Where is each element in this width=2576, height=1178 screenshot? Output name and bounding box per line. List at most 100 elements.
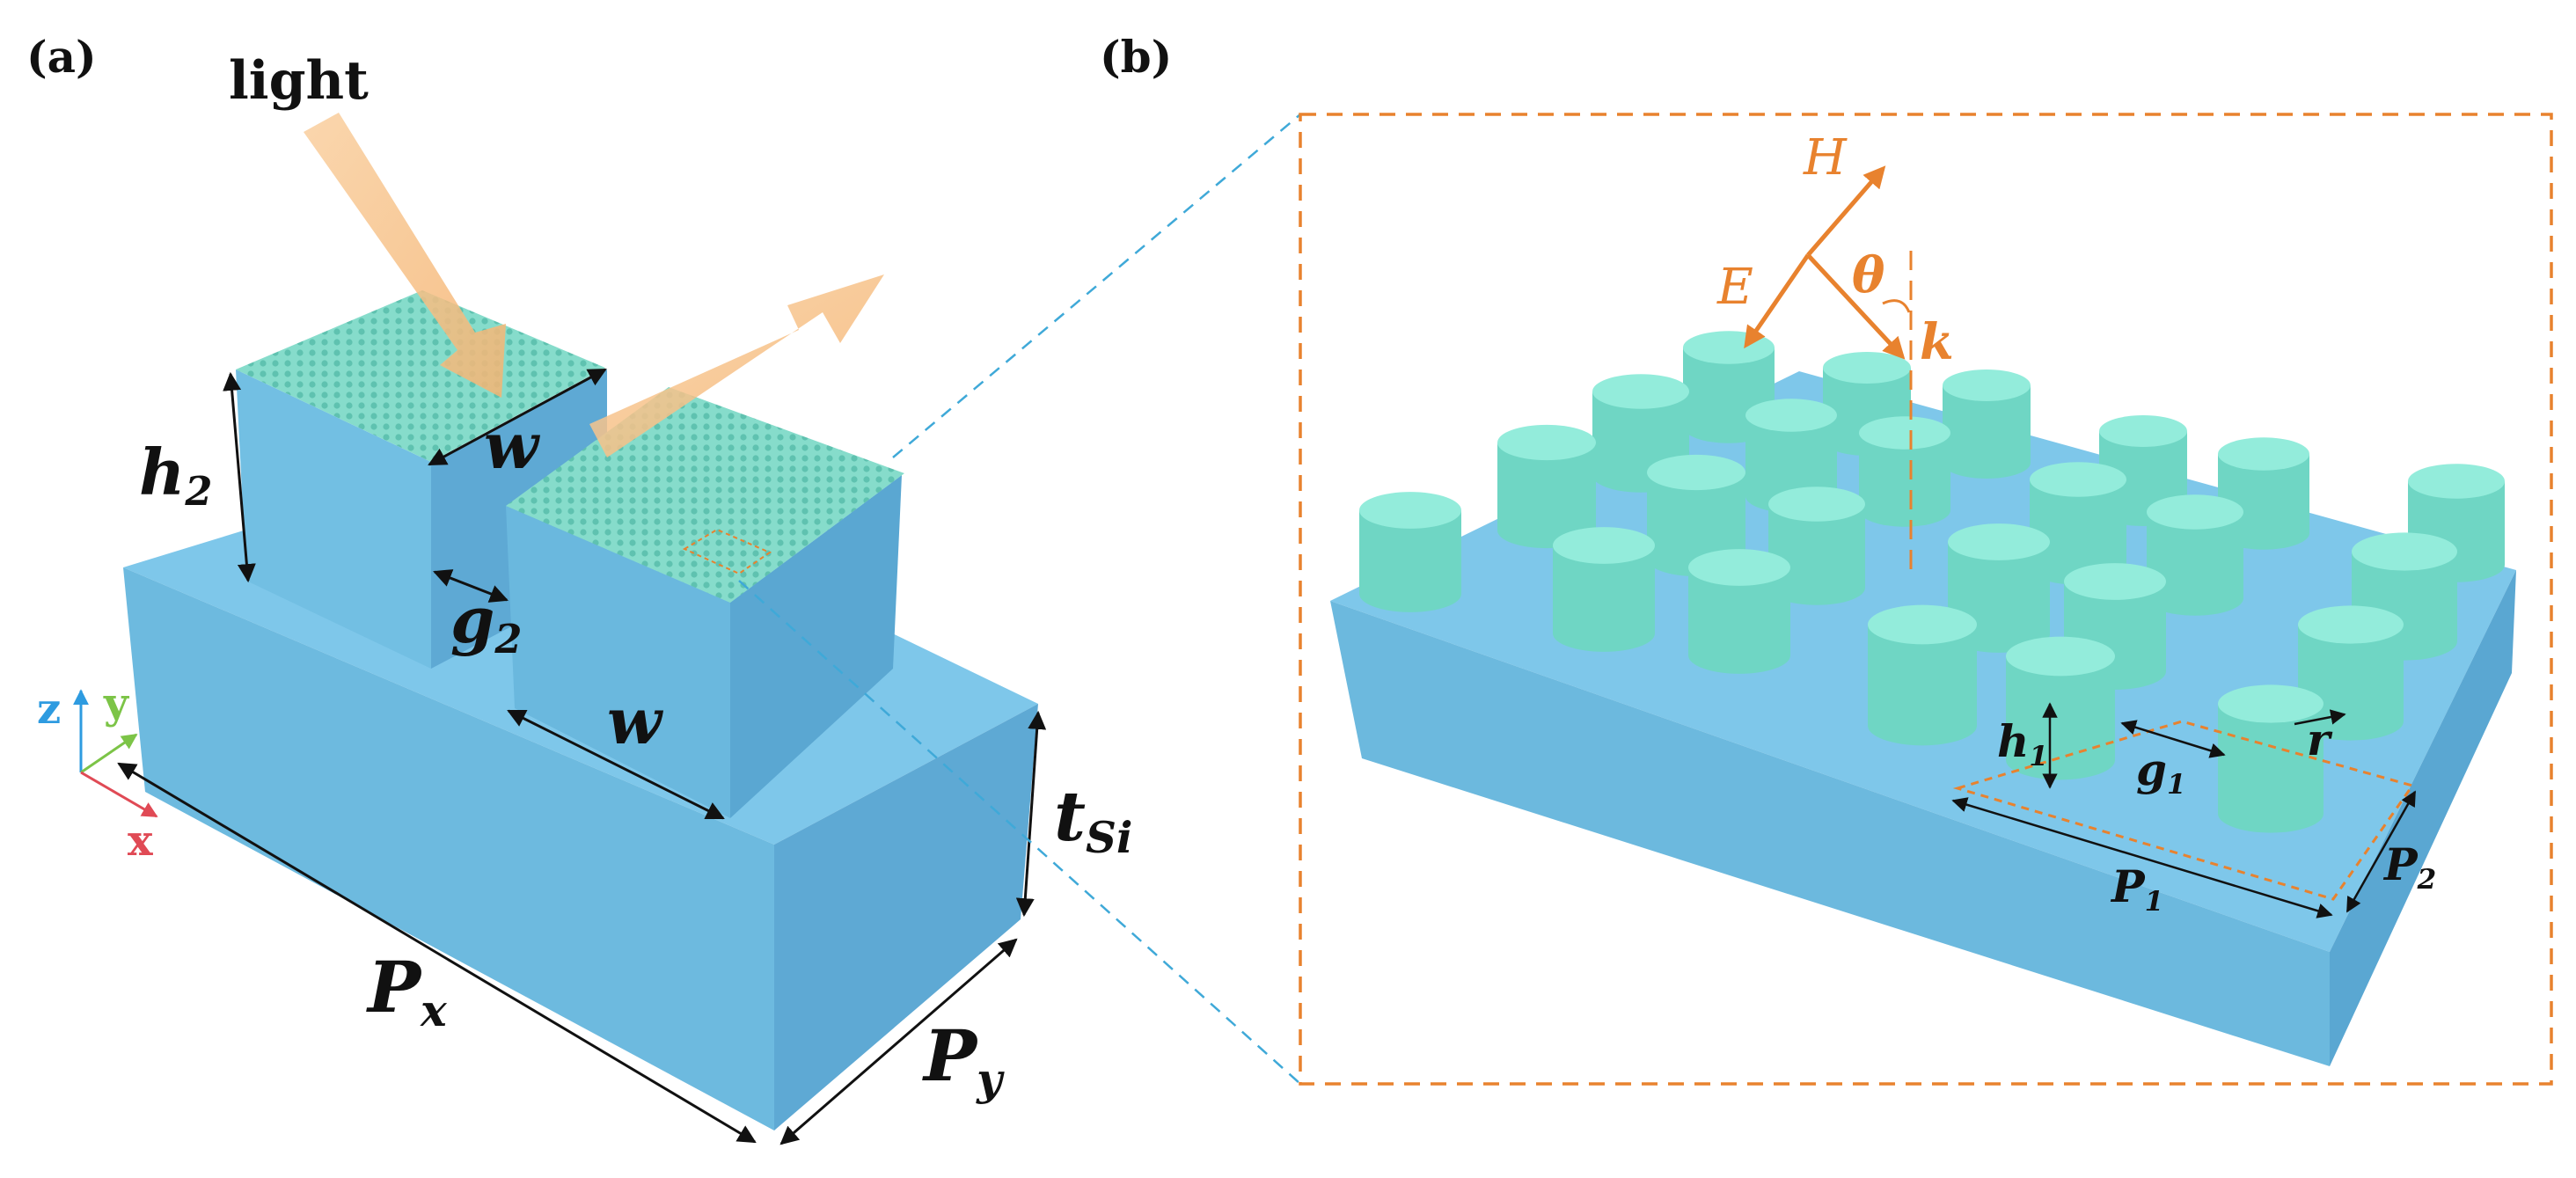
g1-label: g1 bbox=[2136, 743, 2186, 801]
k-label: k bbox=[1920, 313, 1954, 371]
incident-light-arrow bbox=[304, 113, 506, 398]
zoom-unit-cell bbox=[1952, 720, 2415, 901]
nanopillar bbox=[2147, 494, 2243, 616]
nanopillar-top bbox=[2099, 415, 2187, 447]
unit-cell-marker bbox=[682, 528, 772, 575]
p1-label: P1 bbox=[2110, 860, 2163, 918]
h2-dimension bbox=[223, 371, 256, 583]
E-vector bbox=[1744, 253, 1811, 349]
nanopillar-body bbox=[1943, 385, 2031, 479]
p2-dimension bbox=[2345, 790, 2417, 913]
y-axis bbox=[80, 733, 138, 774]
nanopillar bbox=[2298, 605, 2404, 741]
zoom-substrate-side bbox=[2330, 570, 2516, 1066]
nanopillar-top bbox=[1592, 374, 1689, 409]
px-dimension bbox=[117, 762, 757, 1144]
H-label: H bbox=[1803, 129, 1848, 187]
nanopillar-top bbox=[2218, 684, 2324, 723]
nanopillar-top bbox=[1943, 369, 2031, 401]
nanopillar bbox=[1859, 416, 1950, 527]
ridge-left-front bbox=[236, 369, 431, 669]
coordinate-axes: z y x bbox=[37, 679, 158, 866]
panel-b-label: (b) bbox=[1100, 31, 1172, 83]
light-arrows bbox=[304, 113, 884, 457]
panel-b: (b) h1 g1 r P1 P2 H E θ bbox=[1100, 31, 2553, 1086]
nanopillar-body bbox=[2298, 625, 2404, 741]
nanopillar-body bbox=[1359, 510, 1461, 612]
nanopillar-array bbox=[1359, 331, 2505, 833]
nanopillar-top bbox=[2352, 532, 2457, 571]
zoom-line-top bbox=[892, 113, 1301, 458]
nanopillar-top bbox=[2147, 494, 2243, 530]
p1-dimension bbox=[1951, 797, 2333, 918]
nanopillar bbox=[2030, 462, 2126, 585]
H-vector bbox=[1806, 165, 1886, 257]
light-label: light bbox=[229, 50, 369, 112]
nanopillar-body bbox=[2006, 656, 2115, 780]
ridge-left-top[interactable] bbox=[236, 290, 605, 462]
g2-label: g2 bbox=[450, 582, 522, 662]
nanopillar-top bbox=[1359, 492, 1461, 529]
x-axis-label: x bbox=[128, 816, 153, 866]
nanopillar bbox=[1359, 492, 1461, 612]
py-dimension bbox=[779, 938, 1018, 1145]
r-dimension bbox=[2294, 709, 2346, 726]
nanopillar-top bbox=[1823, 352, 1911, 384]
nanopillar-top bbox=[2064, 563, 2166, 600]
nanopillar-top bbox=[2408, 464, 2505, 499]
nanopillar bbox=[1868, 604, 1977, 746]
nanopillar-body bbox=[1868, 625, 1977, 746]
nanopillar bbox=[1553, 527, 1655, 652]
nanopillar-top bbox=[1859, 416, 1950, 450]
w-top-label: w bbox=[484, 408, 541, 483]
nanopillar-body bbox=[1768, 504, 1865, 605]
tsi-label: tSi bbox=[1054, 777, 1132, 863]
k-vector bbox=[1806, 253, 1906, 360]
g2-dimension bbox=[433, 569, 509, 603]
g1-dimension bbox=[2120, 720, 2226, 758]
nanopillar-top bbox=[2298, 605, 2404, 644]
field-vectors: H E θ k bbox=[1716, 129, 1954, 572]
nanopillar-top bbox=[1768, 487, 1865, 522]
tsi-dimension bbox=[1015, 710, 1047, 918]
h2-label: h2 bbox=[139, 435, 212, 515]
nanopillar bbox=[1768, 487, 1865, 605]
E-label: E bbox=[1716, 259, 1753, 316]
nanopillar bbox=[1497, 424, 1596, 549]
nanopillar-top bbox=[1745, 399, 1837, 432]
ridge-right-side bbox=[730, 475, 902, 818]
nanopillar-top bbox=[2030, 462, 2126, 497]
nanopillar-top bbox=[2218, 437, 2309, 471]
nanopillar-top bbox=[1683, 331, 1775, 364]
nanopillar-top bbox=[1868, 604, 1977, 645]
w-front-label: w bbox=[607, 684, 664, 758]
nanopillar-top bbox=[1647, 454, 1745, 491]
z-axis-label: z bbox=[37, 684, 61, 734]
p2-label: P2 bbox=[2382, 838, 2436, 896]
theta-label: θ bbox=[1852, 246, 1885, 304]
nanopillar bbox=[1688, 549, 1790, 674]
nanopillar-body bbox=[1859, 433, 1950, 527]
reflected-light-arrow bbox=[589, 274, 884, 457]
nanopillar-top bbox=[1688, 549, 1790, 586]
nanopillar-body bbox=[1688, 567, 1790, 674]
nanopillar bbox=[2006, 636, 2115, 780]
px-label: Px bbox=[366, 946, 448, 1036]
nanopillar-top bbox=[1553, 527, 1655, 564]
nanopillar-body bbox=[1497, 443, 1596, 549]
nanopillar-body bbox=[2147, 512, 2243, 616]
nanopillar bbox=[1943, 369, 2031, 479]
nanopillar-top bbox=[1948, 523, 2050, 560]
y-axis-label: y bbox=[103, 679, 130, 728]
panel-a: (a) light bbox=[26, 31, 1301, 1145]
nanopillar-top bbox=[2006, 636, 2115, 677]
theta-arc bbox=[1882, 299, 1911, 313]
py-label: Py bbox=[922, 1014, 1005, 1105]
w-top-dimension bbox=[428, 368, 607, 466]
panel-a-label: (a) bbox=[26, 31, 97, 83]
x-axis bbox=[80, 771, 158, 818]
r-label: r bbox=[2307, 713, 2333, 765]
nanopillar-top bbox=[1497, 424, 1596, 461]
h1-label: h1 bbox=[1997, 715, 2048, 772]
